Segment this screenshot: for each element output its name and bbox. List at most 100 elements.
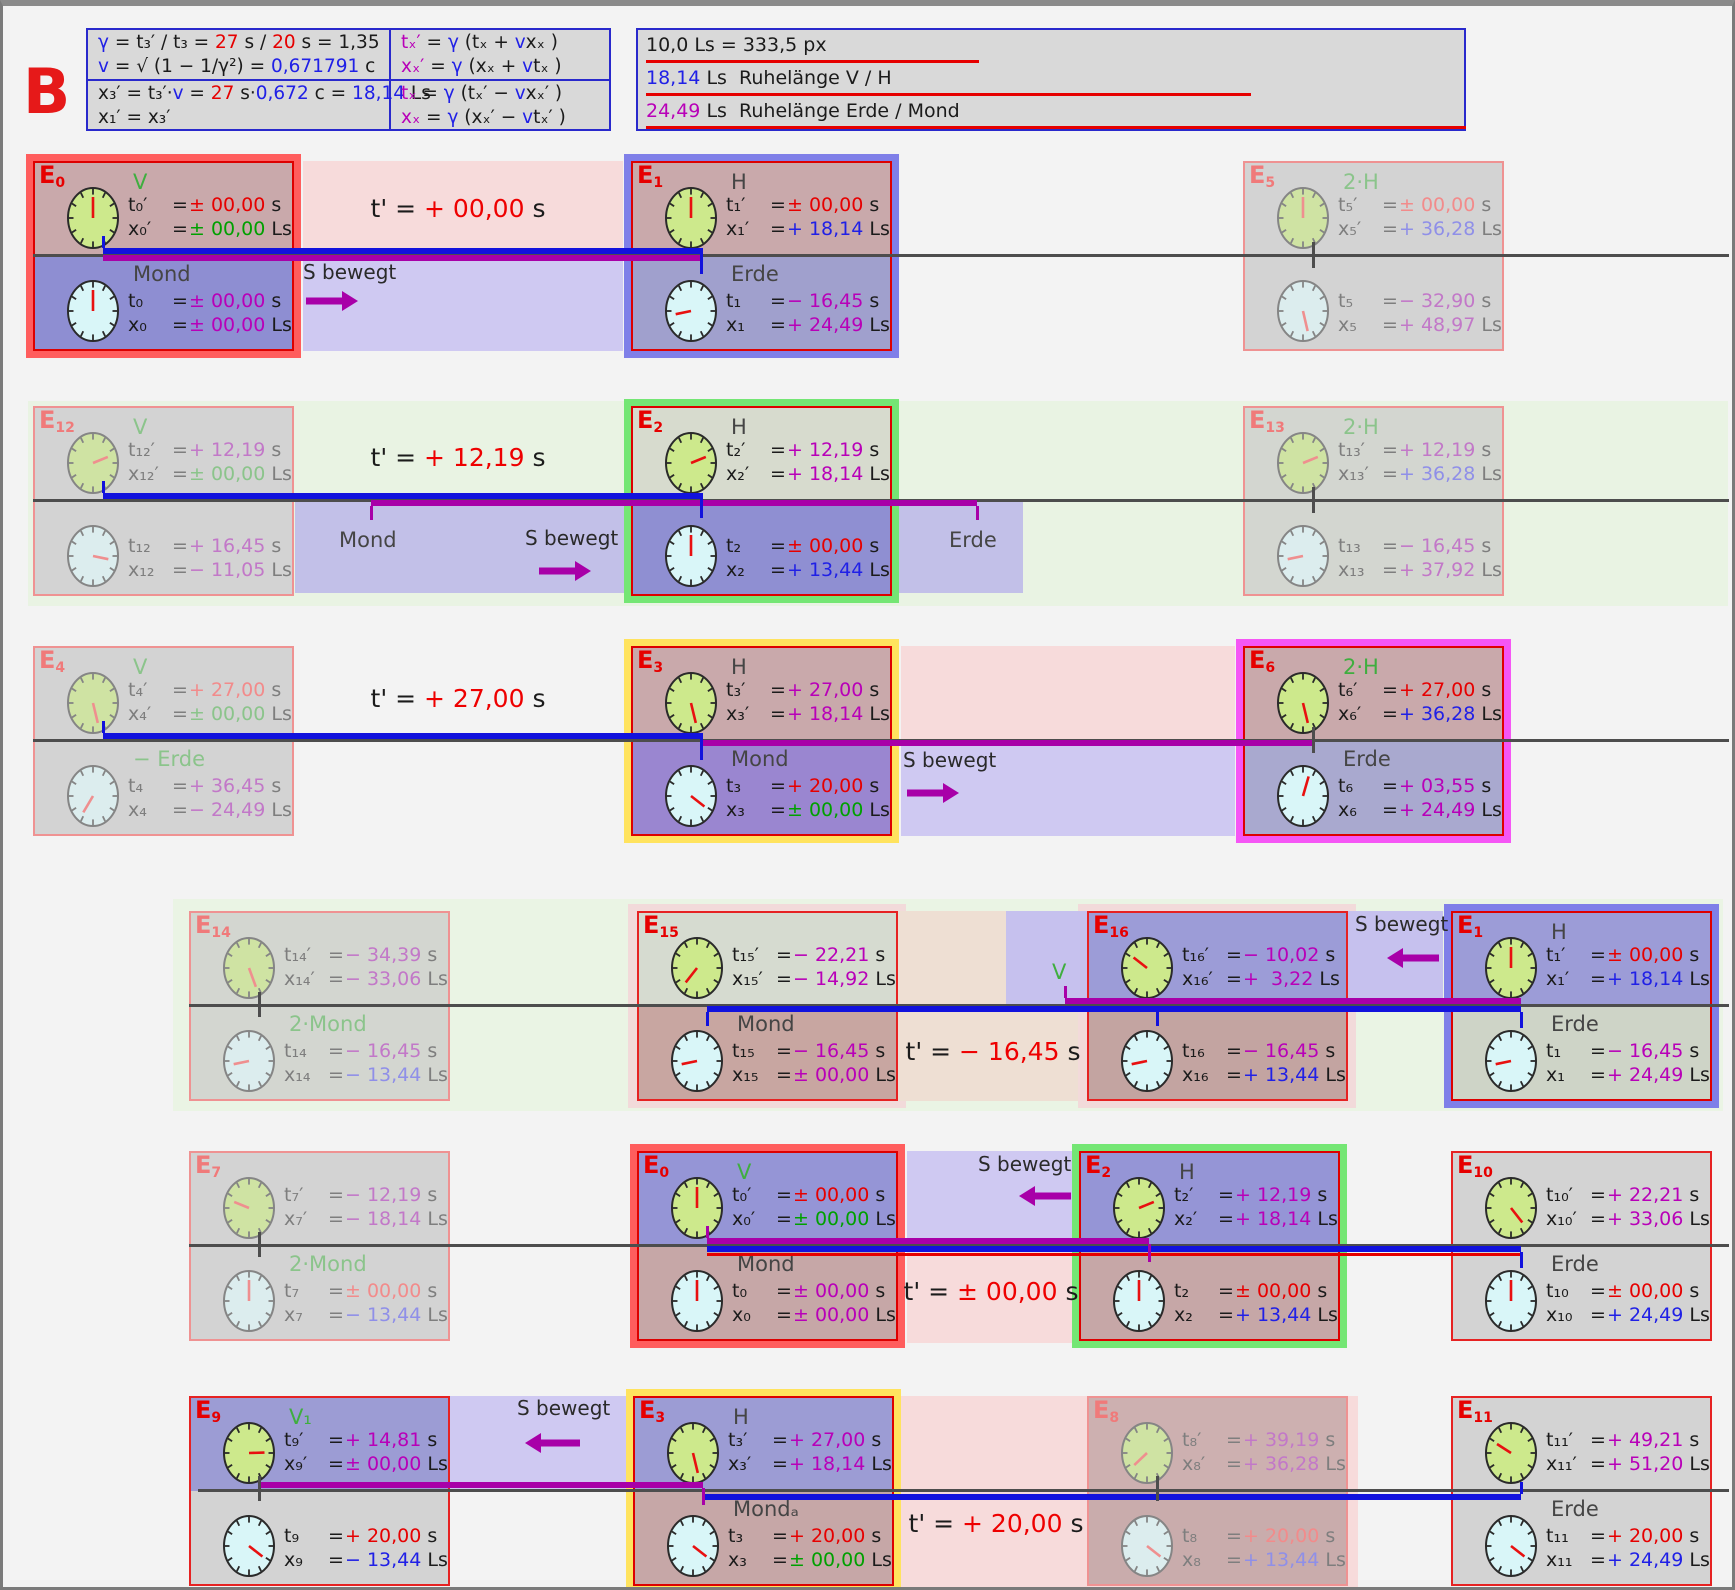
worldline [707, 1246, 1521, 1252]
value: − 13,44 [345, 1549, 422, 1571]
value: + 37,92 [1399, 559, 1476, 581]
motion-arrow-left-icon [525, 1433, 580, 1453]
variable-name: t₈ [1182, 1525, 1198, 1547]
value-row: t₁₁′=+ 49,21 s [1546, 1429, 1699, 1451]
value: − 16,45 [787, 290, 864, 312]
clock-green-icon [1277, 187, 1329, 249]
frame-name-top: V [133, 415, 148, 439]
tprime-part: s [1059, 1037, 1081, 1066]
tprime-label: t' = + 27,00 s [308, 684, 608, 713]
unit: Ls [421, 968, 448, 990]
value-row: x₁₄=− 13,44 Ls [284, 1064, 448, 1086]
clock-cyan-icon [671, 1030, 723, 1092]
equals-sign: = [770, 290, 786, 312]
formula-term: v [522, 107, 534, 128]
value-row: t₄′=+ 27,00 s [128, 679, 281, 701]
equals-sign: = [172, 194, 188, 216]
value-row: x₁₂=− 11,05 Ls [128, 559, 292, 581]
equals-sign: = [1590, 1040, 1606, 1062]
unit: s [863, 679, 880, 701]
equals-sign: = [1590, 968, 1606, 990]
frame-name-bottom: Mond [133, 262, 191, 286]
value: + 12,19 [1399, 439, 1476, 461]
value-row: t₁₁=+ 20,00 s [1546, 1525, 1699, 1547]
value-row: x₂′=+ 18,14 Ls [1174, 1208, 1338, 1230]
tprime-part: + 27,00 [424, 684, 525, 713]
formula-term: (tₓ + [458, 32, 515, 53]
unit: s [1683, 1525, 1700, 1547]
value: + 20,00 [1243, 1525, 1320, 1547]
variable-name: x₁₃′ [1338, 463, 1369, 485]
equals-sign: = [772, 1453, 788, 1475]
worldline [103, 248, 701, 254]
variable-name: t₈′ [1182, 1429, 1202, 1451]
formula-term: 27 [210, 83, 235, 104]
clock-green-icon [665, 672, 717, 734]
unit: s [1683, 1184, 1700, 1206]
equals-sign: = [1590, 1184, 1606, 1206]
value: ± 00,00 [345, 1280, 422, 1302]
equals-sign: = [776, 1064, 792, 1086]
formula-term: = [424, 56, 452, 77]
unit: s [865, 1525, 882, 1547]
value: + 24,49 [1607, 1304, 1684, 1326]
value-row: x₁₁=+ 24,49 Ls [1546, 1549, 1710, 1571]
variable-name: x₁₂′ [128, 463, 159, 485]
formula-term: v [522, 56, 534, 77]
formula-term: tₓ [401, 83, 417, 104]
unit: Ls [1683, 968, 1710, 990]
frame-name-bottom: Erde [1551, 1012, 1599, 1036]
position-tick [699, 248, 703, 274]
value-row: x₃′=+ 18,14 Ls [728, 1453, 892, 1475]
legend-term: 18,14 [646, 67, 701, 89]
formula-line: xₓ′ = γ (xₓ + vtₓ ) [401, 55, 609, 79]
value-row: x₁′=+ 18,14 Ls [726, 218, 890, 240]
value: + 18,14 [787, 463, 864, 485]
equals-sign: = [172, 218, 188, 240]
value: ± 00,00 [789, 1549, 866, 1571]
value-row: t₁′=± 00,00 s [1546, 944, 1699, 966]
formula-term: s = 1,35 [295, 32, 380, 53]
variable-name: x₁₅′ [732, 968, 763, 990]
equals-sign: = [1382, 463, 1398, 485]
event-number: 6 [1265, 660, 1276, 676]
equals-sign: = [770, 218, 786, 240]
value-row: t₉=+ 20,00 s [284, 1525, 437, 1547]
equals-sign: = [776, 1280, 792, 1302]
value: ± 00,00 [189, 290, 266, 312]
equals-sign: = [772, 1429, 788, 1451]
unit: s [869, 1040, 886, 1062]
worldline [103, 255, 701, 261]
formula-line: tₓ′ = γ (tₓ + vxₓ ) [401, 31, 609, 55]
unit: s [869, 944, 886, 966]
floating-label: Mond [339, 528, 397, 552]
value: + 18,14 [1235, 1208, 1312, 1230]
variable-name: t₁₄ [284, 1040, 307, 1062]
position-tick [699, 733, 703, 760]
position-tick [1519, 1252, 1523, 1268]
event-letter: E [1457, 1396, 1474, 1424]
equals-sign: = [1218, 1184, 1234, 1206]
unit: Ls [1313, 968, 1340, 990]
value-row: t₁₃′=+ 12,19 s [1338, 439, 1491, 461]
legend-term: Ls Ruhelänge Erde / Mond [700, 100, 960, 122]
value: + 3,22 [1243, 968, 1314, 990]
position-tick [705, 1226, 709, 1238]
value: ± 00,00 [787, 535, 864, 557]
position-tick [101, 236, 105, 248]
clock-green-icon [67, 672, 119, 734]
formula-term: = [420, 107, 448, 128]
value: + 36,28 [1399, 218, 1476, 240]
worldline [707, 1006, 1521, 1012]
equals-sign: = [172, 775, 188, 797]
value-row: t₆′=+ 27,00 s [1338, 679, 1491, 701]
value-row: t₂=± 00,00 s [1174, 1280, 1327, 1302]
variable-name: x₈ [1182, 1549, 1201, 1571]
formula-term: (xₓ + [462, 56, 523, 77]
tprime-label: t' = + 20,00 s [846, 1509, 1146, 1538]
worldline [707, 1253, 1521, 1256]
